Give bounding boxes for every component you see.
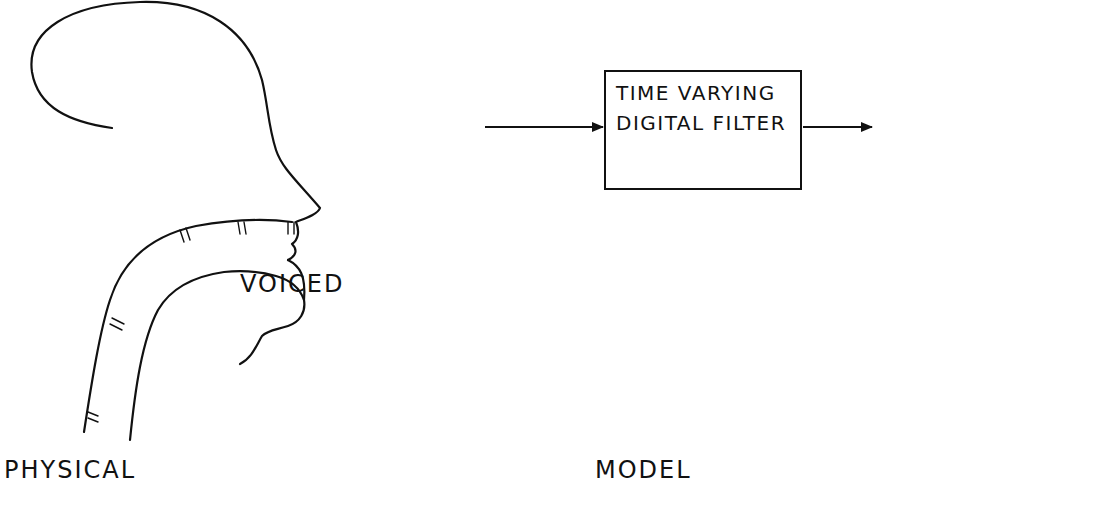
tract-ticks [88,222,294,422]
model-label: MODEL [595,456,692,484]
input-arrow [485,126,603,128]
vocal-tract-outer [84,220,292,432]
filter-box: TIME VARYING DIGITAL FILTER [604,70,802,190]
excitation-label: VOICED [240,270,344,298]
output-arrow [803,126,872,128]
box-text: TIME VARYING DIGITAL FILTER [616,78,790,138]
physical-label: PHYSICAL [4,456,136,484]
